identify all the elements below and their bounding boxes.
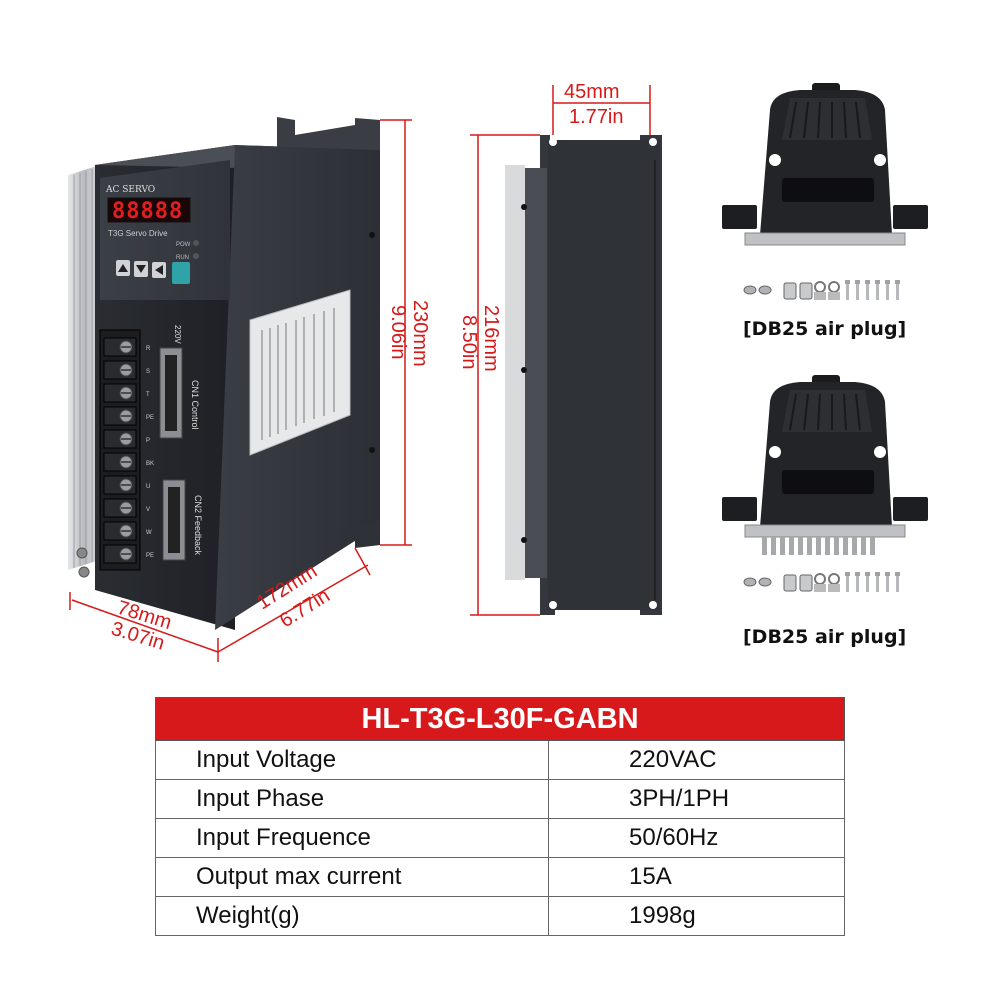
spec-label: Weight(g) bbox=[155, 896, 549, 936]
spec-label: Input Phase bbox=[155, 779, 549, 819]
table-row: Input Phase 3PH/1PH bbox=[155, 779, 845, 819]
ground-screw bbox=[78, 566, 90, 578]
brand-label: AC SERVO bbox=[105, 185, 155, 195]
plug-caption-bottom: [DB25 air plug] bbox=[743, 626, 907, 648]
side-dimension-lines bbox=[470, 85, 651, 616]
spec-label: Input Voltage bbox=[155, 740, 549, 780]
cn2-port bbox=[162, 479, 186, 561]
terminal-label: U bbox=[146, 484, 150, 490]
terminal-label: R bbox=[146, 346, 151, 352]
servo-drive-image: AC SERVO 88888 T3G Servo Drive POW RUN R… bbox=[68, 81, 928, 662]
table-row: Output max current 15A bbox=[155, 857, 845, 897]
bottom-mount-flange bbox=[340, 520, 380, 548]
terminal-screw bbox=[103, 544, 137, 564]
drive-side-view bbox=[505, 135, 662, 615]
spec-value: 3PH/1PH bbox=[548, 779, 845, 819]
terminal-label: PE bbox=[146, 553, 154, 559]
pow-led bbox=[193, 240, 199, 246]
side-width-in-label: 1.77in bbox=[569, 106, 624, 128]
cn1-label: CN1 Control bbox=[190, 380, 200, 430]
spec-value: 1998g bbox=[548, 896, 845, 936]
plug-hood bbox=[722, 83, 928, 235]
plug-hardware bbox=[743, 572, 900, 592]
control-panel bbox=[100, 160, 230, 300]
keypad bbox=[116, 260, 190, 284]
db25-plug-bottom bbox=[722, 375, 928, 592]
terminal-screw bbox=[103, 337, 137, 357]
terminal-screw bbox=[103, 406, 137, 426]
terminal-label: BK bbox=[146, 461, 154, 467]
terminal-label: S bbox=[146, 369, 150, 375]
terminal-screw bbox=[103, 383, 137, 403]
terminal-screw bbox=[103, 360, 137, 380]
table-row: Input Voltage 220VAC bbox=[155, 740, 845, 780]
terminal-label: PE bbox=[146, 415, 154, 421]
terminal-screw bbox=[103, 498, 137, 518]
pow-led-label: POW bbox=[176, 242, 191, 248]
spec-value: 50/60Hz bbox=[548, 818, 845, 858]
side-height-in-label: 8.50in bbox=[458, 315, 480, 370]
terminal-label: T bbox=[146, 392, 150, 398]
table-row: Weight(g) 1998g bbox=[155, 896, 845, 936]
table-row: Input Frequence 50/60Hz bbox=[155, 818, 845, 858]
height-mm-label: 230mm bbox=[409, 300, 431, 367]
side-height-mm-label: 216mm bbox=[480, 305, 502, 372]
terminal-screw bbox=[103, 452, 137, 472]
ground-screw bbox=[76, 547, 88, 559]
spec-label: Output max current bbox=[155, 857, 549, 897]
height-in-label: 9.06in bbox=[387, 305, 409, 360]
terminal-label: V bbox=[146, 507, 150, 513]
plug-hood bbox=[722, 375, 928, 527]
terminal-screw bbox=[103, 429, 137, 449]
run-led-label: RUN bbox=[176, 255, 189, 261]
terminal-label: W bbox=[146, 530, 152, 536]
spec-label: Input Frequence bbox=[155, 818, 549, 858]
top-mount-flange bbox=[277, 117, 380, 150]
model-label: T3G Servo Drive bbox=[108, 229, 168, 238]
voltage-label: 220V bbox=[173, 325, 182, 344]
terminal-block bbox=[99, 329, 141, 571]
set-button[interactable] bbox=[172, 262, 190, 284]
cn2-label: CN2 Feedback bbox=[193, 495, 203, 556]
cn1-port bbox=[159, 347, 183, 439]
led-display-digits: 88888 bbox=[112, 199, 183, 224]
plug-metal-shell bbox=[744, 524, 906, 555]
plug-metal-shell bbox=[744, 232, 906, 246]
spec-value: 220VAC bbox=[548, 740, 845, 780]
plug-caption-top: [DB25 air plug] bbox=[743, 318, 907, 340]
run-led bbox=[193, 253, 199, 259]
spec-value: 15A bbox=[548, 857, 845, 897]
spec-table-title: HL-T3G-L30F-GABN bbox=[155, 697, 845, 741]
db25-plug-top bbox=[722, 83, 928, 300]
plug-hardware bbox=[743, 280, 900, 300]
terminal-screw bbox=[103, 521, 137, 541]
nameplate-label bbox=[249, 289, 351, 456]
terminal-screw bbox=[103, 475, 137, 495]
spec-table: HL-T3G-L30F-GABN Input Voltage 220VAC In… bbox=[155, 697, 845, 936]
led-display bbox=[107, 197, 191, 223]
dimension-lines bbox=[69, 119, 412, 662]
terminal-label: P bbox=[146, 438, 150, 444]
side-width-mm-label: 45mm bbox=[564, 81, 620, 103]
